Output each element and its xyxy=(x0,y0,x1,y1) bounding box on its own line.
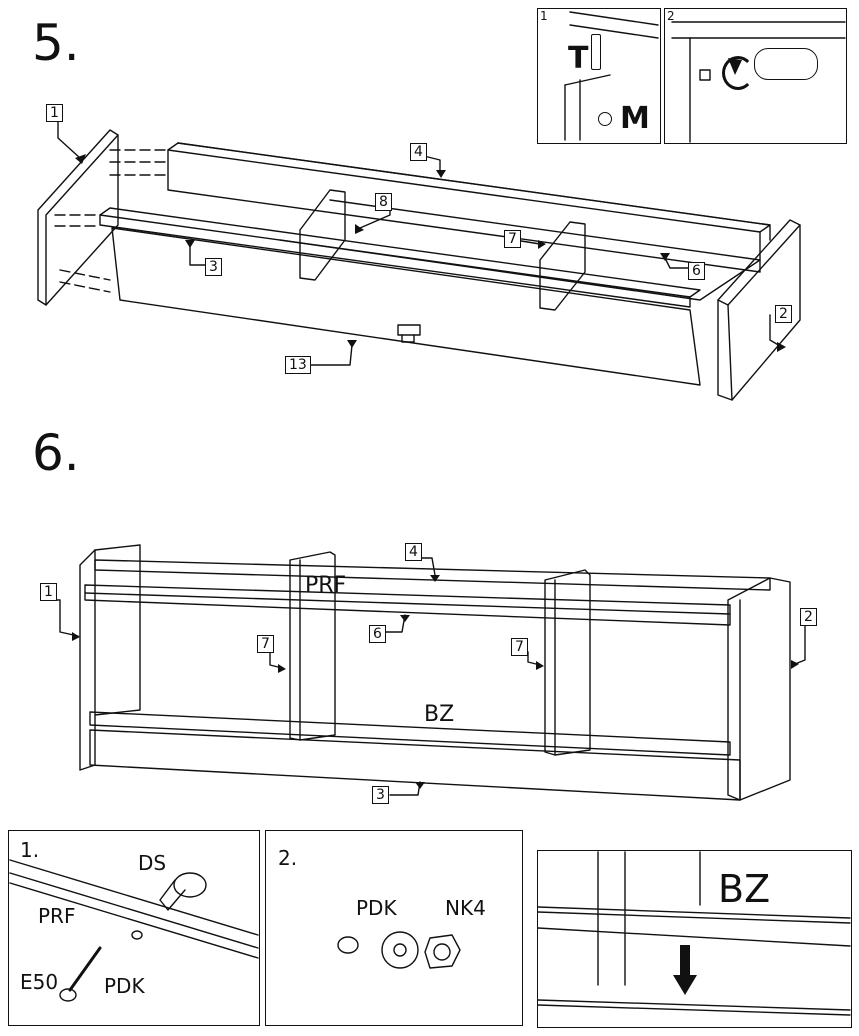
step6-rail-prf xyxy=(84,584,731,626)
step5-inset-1 xyxy=(537,8,661,144)
detail-2-number: 2. xyxy=(278,846,298,870)
step6-divider-right xyxy=(544,569,591,756)
cam-dowel-icon xyxy=(754,48,818,80)
step6-rail-bz xyxy=(89,711,731,756)
step6-part-4: 4 xyxy=(405,543,422,561)
step5-back-panel xyxy=(167,142,771,233)
detail-1-prf-label: PRF xyxy=(38,904,76,928)
detail-1-pdk-label: PDK xyxy=(104,974,145,998)
step6-bz-label: BZ xyxy=(424,702,455,727)
step6-part-1: 1 xyxy=(40,583,57,601)
step6-part-7-left: 7 xyxy=(257,635,274,653)
step-6-number: 6. xyxy=(32,424,80,482)
detail-1-number: 1. xyxy=(20,838,40,862)
detail-panel-1 xyxy=(8,830,260,1026)
detail-panel-3 xyxy=(537,850,852,1028)
step5-inset-1-number: 1 xyxy=(540,9,548,23)
step5-left-panel xyxy=(37,129,119,306)
step5-part-8: 8 xyxy=(375,193,392,211)
step5-part-3: 3 xyxy=(205,258,222,276)
step6-left-panel xyxy=(79,544,141,771)
step5-part-4: 4 xyxy=(410,143,427,161)
detail-1-e50-label: E50 xyxy=(20,970,59,994)
step6-right-panel xyxy=(727,577,791,801)
step5-part-13: 13 xyxy=(285,356,311,374)
screw-icon xyxy=(591,34,601,70)
step6-part-3: 3 xyxy=(372,786,389,804)
step5-part-7: 7 xyxy=(504,230,521,248)
step-5-number: 5. xyxy=(32,14,80,72)
step5-right-panel xyxy=(717,219,801,401)
step5-front-rail xyxy=(99,207,701,298)
step5-inset-2 xyxy=(664,8,847,144)
rotate-arrow-icon xyxy=(722,56,754,90)
step6-divider-left xyxy=(289,551,336,741)
step6-part-7-right: 7 xyxy=(511,638,528,656)
detail-panel-2 xyxy=(265,830,523,1026)
step5-inset-t-label: T xyxy=(568,41,589,76)
detail-2-pdk-label: PDK xyxy=(356,896,397,920)
step5-part-6: 6 xyxy=(688,262,705,280)
detail-3-bz-label: BZ xyxy=(718,867,771,911)
step5-part-2: 2 xyxy=(775,305,792,323)
step6-part-2: 2 xyxy=(800,608,817,626)
step5-inset-m-label: M xyxy=(620,101,650,136)
step5-part-1: 1 xyxy=(46,104,63,122)
step6-part-6: 6 xyxy=(369,625,386,643)
detail-1-ds-label: DS xyxy=(138,851,167,875)
step5-inset-2-number: 2 xyxy=(667,9,675,23)
detail-2-nk4-label: NK4 xyxy=(445,896,486,920)
step6-prf-label: PRF xyxy=(305,573,347,598)
step5-plinth-13 xyxy=(111,227,701,386)
cam-hole-icon xyxy=(598,112,612,126)
step5-divider-7 xyxy=(539,221,586,311)
